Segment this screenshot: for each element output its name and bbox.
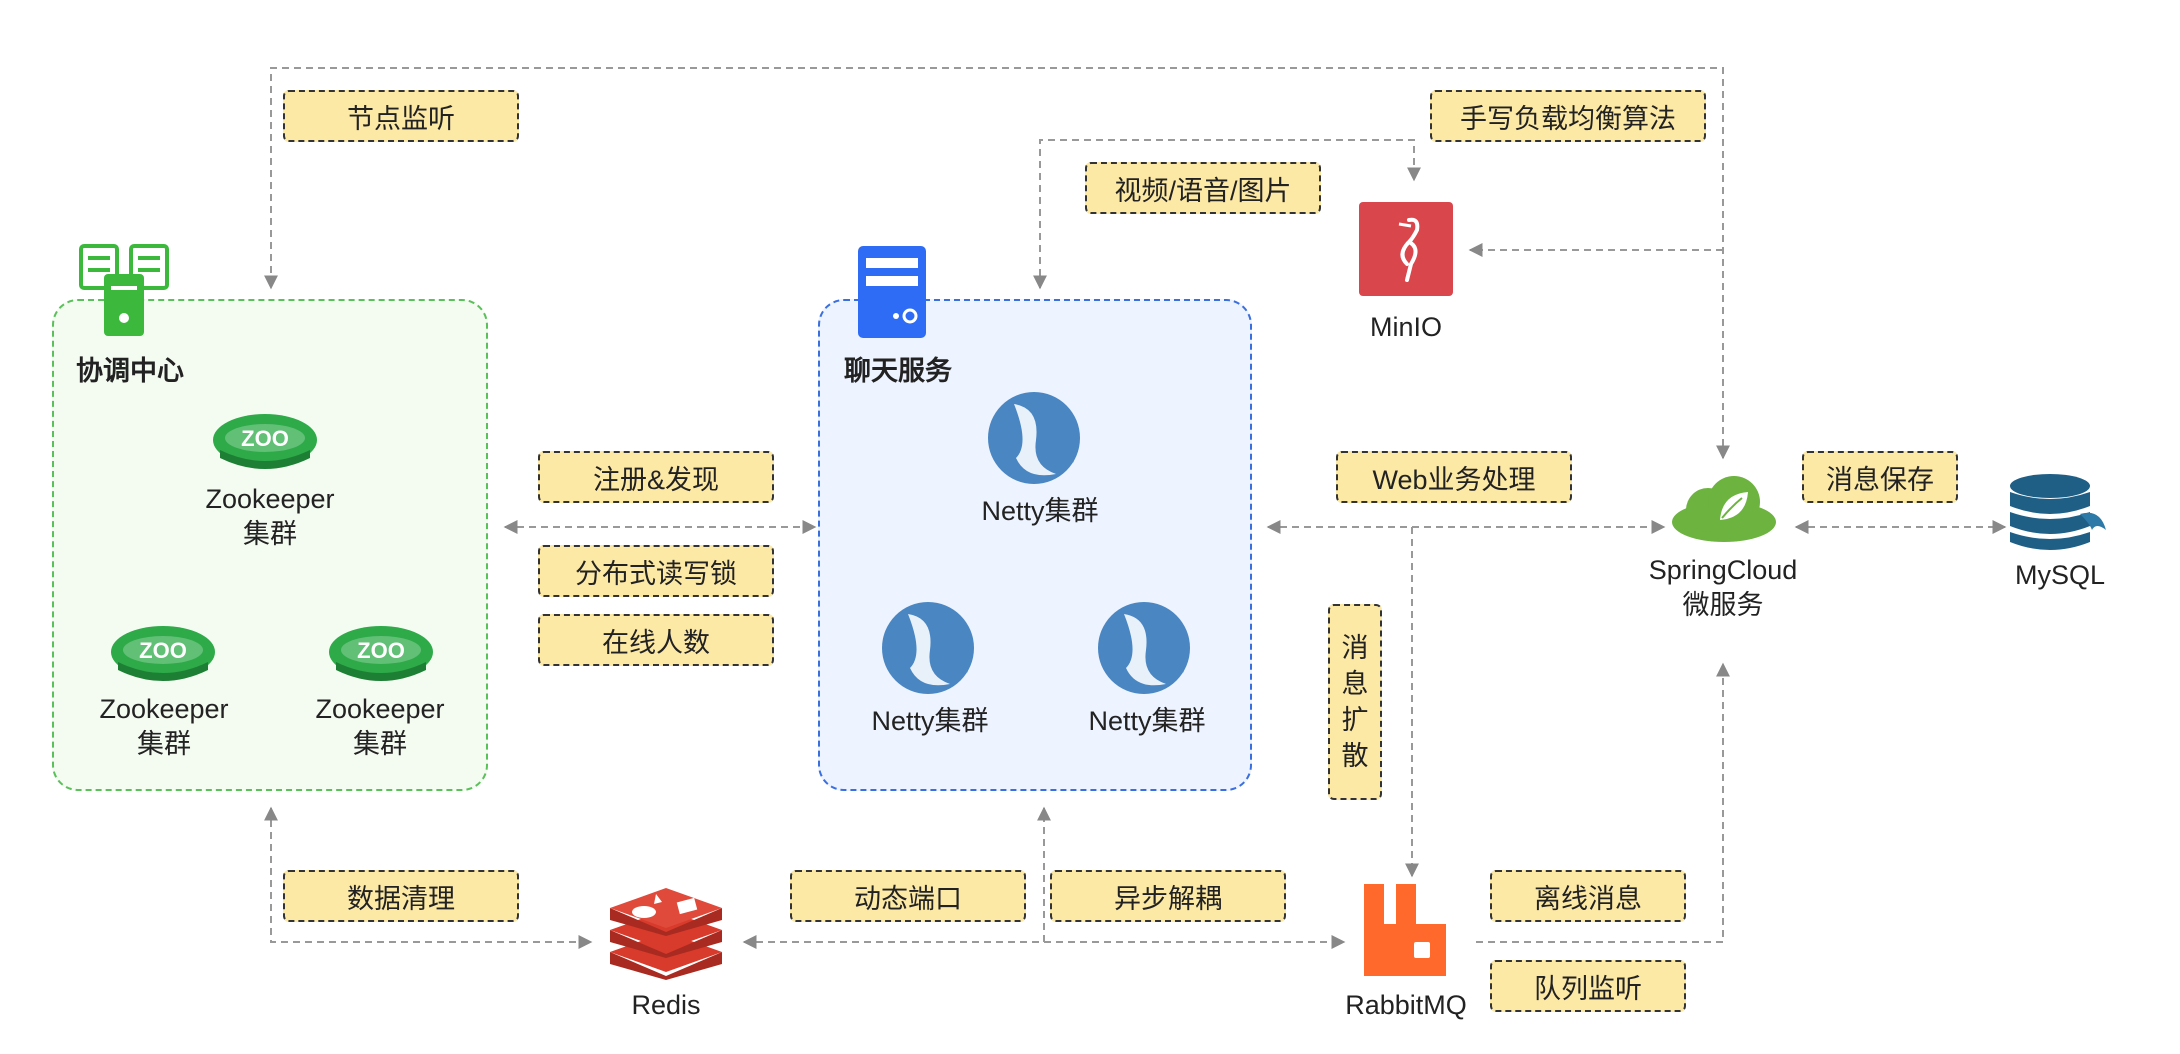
- zookeeper-label-2: Zookeeper 集群: [99, 694, 229, 759]
- zookeeper-logo-icon: ZOO: [326, 622, 436, 691]
- tag-msg-expand-char: 息: [1341, 669, 1369, 699]
- tag-queue-listen: 队列监听: [1490, 960, 1686, 1012]
- redis-logo-icon: [606, 880, 726, 985]
- chat-service-panel: [818, 299, 1252, 791]
- database-dolphin-icon: [2010, 474, 2110, 559]
- svg-text:ZOO: ZOO: [139, 638, 187, 663]
- server-icon: [856, 244, 928, 340]
- tag-online: 在线人数: [538, 614, 774, 666]
- tag-async: 异步解耦: [1050, 870, 1286, 922]
- netty-logo-icon: [880, 598, 984, 703]
- connector-offline: [1476, 662, 1730, 943]
- tag-offline-msg: 离线消息: [1490, 870, 1686, 922]
- tag-msg-expand-char: 消: [1341, 633, 1369, 663]
- tag-msg-expand-char: 散: [1341, 741, 1369, 771]
- redis-label: Redis: [631, 990, 701, 1020]
- connector-data-clean: [264, 806, 593, 949]
- spring-leaf-cloud-icon: [1668, 474, 1778, 549]
- netty-logo-icon: [1096, 598, 1200, 703]
- minio-label: MinIO: [1369, 312, 1442, 342]
- netty-label-2: Netty集群: [871, 706, 989, 736]
- tag-media: 视频/语音/图片: [1085, 162, 1321, 214]
- zookeeper-logo-icon: ZOO: [108, 622, 218, 691]
- springcloud-label: SpringCloud 微服务: [1648, 555, 1798, 620]
- tag-data-clean: 数据清理: [283, 870, 519, 922]
- zookeeper-label-1: Zookeeper 集群: [205, 484, 335, 549]
- svg-text:ZOO: ZOO: [241, 426, 289, 451]
- tag-msg-expand-char: 扩: [1341, 705, 1369, 735]
- netty-label-3: Netty集群: [1088, 706, 1206, 736]
- tag-load-balance: 手写负载均衡算法: [1430, 90, 1706, 142]
- netty-logo-icon: [986, 388, 1090, 493]
- zookeeper-logo-icon: ZOO: [210, 410, 320, 479]
- rabbitmq-label: RabbitMQ: [1345, 990, 1467, 1020]
- minio-logo-icon: [1359, 202, 1453, 301]
- tag-dyn-port: 动态端口: [790, 870, 1026, 922]
- chat-service-title: 聊天服务: [844, 356, 952, 386]
- svg-text:ZOO: ZOO: [357, 638, 405, 663]
- coord-center-title: 协调中心: [76, 356, 184, 386]
- tag-register: 注册&发现: [538, 451, 774, 503]
- zookeeper-label-3: Zookeeper 集群: [315, 694, 445, 759]
- tag-dist-lock: 分布式读写锁: [538, 545, 774, 597]
- server-cluster-icon: [78, 244, 170, 340]
- tag-node-listen: 节点监听: [283, 90, 519, 142]
- coord-center-panel: [52, 299, 488, 791]
- mysql-label: MySQL: [2014, 560, 2106, 590]
- tag-msg-save: 消息保存: [1802, 451, 1958, 503]
- connector-media: [1033, 139, 1421, 290]
- tag-web-biz: Web业务处理: [1336, 451, 1572, 503]
- netty-label-1: Netty集群: [981, 496, 1099, 526]
- tag-msg-expand: 消 息 扩 散: [1328, 604, 1382, 800]
- connector-node-listen: [264, 67, 1730, 460]
- rabbitmq-logo-icon: [1362, 884, 1448, 981]
